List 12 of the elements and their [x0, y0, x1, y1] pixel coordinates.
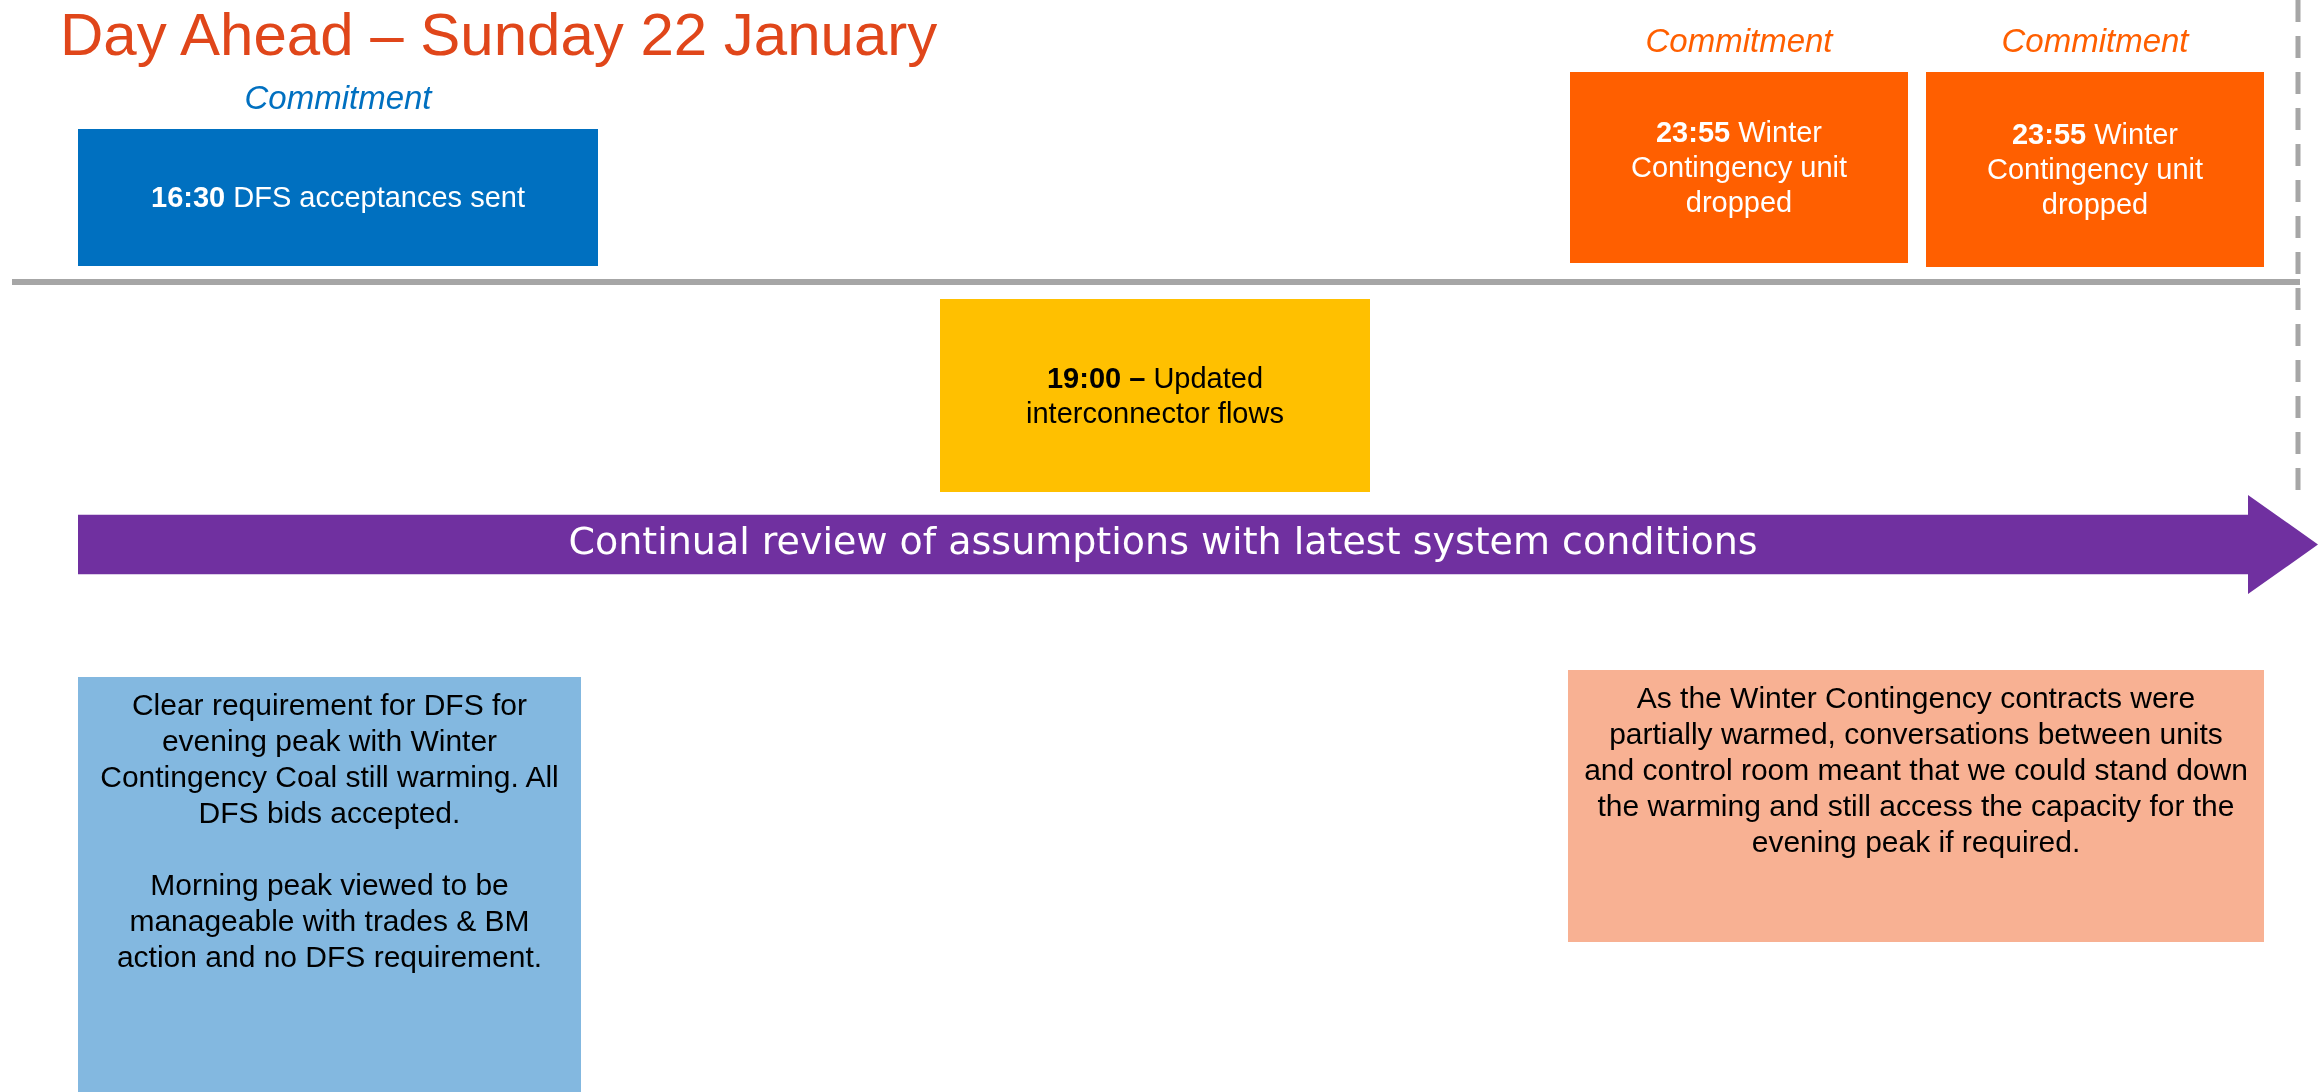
arrow-label: Continual review of assumptions with latest system conditions — [567, 518, 1759, 563]
event-box: 16:30 DFS acceptances sent — [78, 129, 598, 266]
note-text: Morning peak viewed to be manageable with trades & BM action and no DFS requirement. — [115, 867, 544, 975]
title: Day Ahead – Sunday 22 January — [60, 0, 938, 69]
event-box: 19:00 – Updated interconnector flows — [940, 299, 1370, 492]
section-heading: Commitment — [2000, 22, 2191, 60]
note-text: Clear requirement for DFS for evening peak with Winter Contingency Coal still warming. All DFS bids accepted. — [99, 687, 560, 831]
note-text: As the Winter Contingency contracts were partially warmed, conversations between units and control room meant that we could stand down the warming and still access the capacity for the evening peak if required. — [1583, 680, 2249, 860]
section-heading: Commitment — [243, 79, 434, 117]
section-heading: Commitment — [1644, 22, 1835, 60]
event-box: 23:55 Winter Contingency unit dropped — [1570, 72, 1908, 263]
event-box: 23:55 Winter Contingency unit dropped — [1926, 72, 2264, 267]
